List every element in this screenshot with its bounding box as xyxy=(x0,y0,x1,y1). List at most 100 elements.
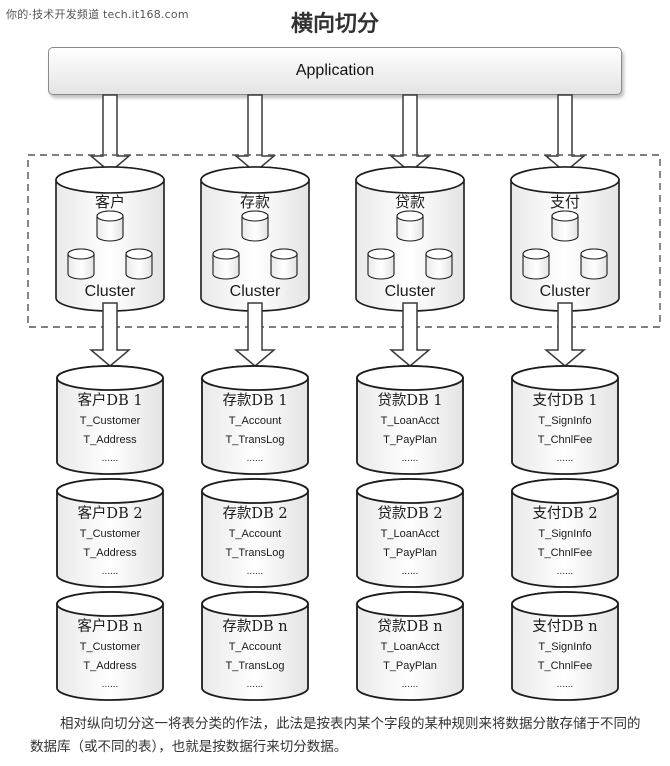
table-name: T_TransLog xyxy=(226,547,285,559)
cylinder-body xyxy=(125,248,153,280)
cylinder-body xyxy=(510,166,620,312)
cylinder-top xyxy=(522,248,550,260)
db-name: 贷款DB 1 xyxy=(377,392,442,409)
cylinder-top xyxy=(511,591,619,617)
cylinder-top xyxy=(241,210,269,222)
small-db-icon xyxy=(125,248,153,280)
small-db-icon xyxy=(580,248,608,280)
cylinder-top xyxy=(270,248,298,260)
cylinder-top xyxy=(355,166,465,194)
more-tables-ellipsis: ...... xyxy=(102,679,119,690)
small-db-icon xyxy=(67,248,95,280)
cylinder-top xyxy=(511,478,619,504)
db-cylinder xyxy=(201,478,309,588)
table-name: T_TransLog xyxy=(226,660,285,672)
cluster-name: 支付 xyxy=(550,193,580,211)
cylinder-top xyxy=(201,591,309,617)
db-cylinder xyxy=(511,591,619,701)
cylinder-top xyxy=(396,210,424,222)
cylinder-body xyxy=(201,591,309,701)
cylinder-body xyxy=(56,478,164,588)
more-tables-ellipsis: ...... xyxy=(102,566,119,577)
application-label: Application xyxy=(295,62,375,79)
app-to-cluster-arrow-4 xyxy=(543,94,587,173)
cylinder-top xyxy=(580,248,608,260)
db-name: 支付DB n xyxy=(532,618,597,635)
db-cylinder xyxy=(356,365,464,475)
table-name: T_LoanAcct xyxy=(381,415,440,427)
cylinder-body xyxy=(355,166,465,312)
cylinder-body xyxy=(522,248,550,280)
cluster-label: Cluster xyxy=(540,283,591,300)
db-name: 存款DB n xyxy=(222,618,287,635)
db-cylinder xyxy=(56,591,164,701)
cylinder-body xyxy=(396,210,424,242)
cluster-name: 存款 xyxy=(240,193,270,211)
cylinder-top xyxy=(367,248,395,260)
db-name: 贷款DB n xyxy=(377,618,442,635)
small-db-icon xyxy=(396,210,424,242)
cylinder-body xyxy=(511,591,619,701)
table-name: T_ChnlFee xyxy=(538,660,592,672)
cylinder-body xyxy=(580,248,608,280)
more-tables-ellipsis: ...... xyxy=(557,679,574,690)
cluster-boundary xyxy=(27,154,661,328)
cylinder-body xyxy=(551,210,579,242)
db-name: 支付DB 2 xyxy=(532,505,597,522)
cylinder-top xyxy=(356,478,464,504)
small-db-icon xyxy=(425,248,453,280)
small-db-icon xyxy=(367,248,395,280)
more-tables-ellipsis: ...... xyxy=(247,679,264,690)
cluster-to-db-arrow-1 xyxy=(88,302,132,367)
more-tables-ellipsis: ...... xyxy=(402,566,419,577)
table-name: T_Account xyxy=(229,528,282,540)
cylinder-body xyxy=(96,210,124,242)
small-db-icon xyxy=(96,210,124,242)
table-name: T_LoanAcct xyxy=(381,641,440,653)
app-to-cluster-arrow-2 xyxy=(233,94,277,173)
small-db-icon xyxy=(212,248,240,280)
cylinder-body xyxy=(56,591,164,701)
cylinder-top xyxy=(56,591,164,617)
small-db-icon xyxy=(551,210,579,242)
cylinder-top xyxy=(56,478,164,504)
table-name: T_SignInfo xyxy=(538,641,591,653)
cylinder-top xyxy=(200,166,310,194)
db-cylinder xyxy=(56,478,164,588)
table-name: T_Customer xyxy=(80,415,141,427)
cylinder-body xyxy=(356,365,464,475)
cylinder-body xyxy=(201,365,309,475)
cylinder-body xyxy=(55,166,165,312)
diagram-title: 横向切分 xyxy=(290,12,379,37)
cylinder-top xyxy=(125,248,153,260)
db-name: 客户DB 2 xyxy=(77,505,142,522)
cylinder-top xyxy=(212,248,240,260)
cylinder-body xyxy=(67,248,95,280)
cylinder-body xyxy=(356,591,464,701)
more-tables-ellipsis: ...... xyxy=(247,566,264,577)
table-name: T_PayPlan xyxy=(383,660,437,672)
cluster-name: 贷款 xyxy=(395,193,425,211)
table-name: T_ChnlFee xyxy=(538,434,592,446)
db-cylinder xyxy=(511,478,619,588)
more-tables-ellipsis: ...... xyxy=(557,453,574,464)
cluster-to-db-arrow-3 xyxy=(388,302,432,367)
more-tables-ellipsis: ...... xyxy=(557,566,574,577)
small-db-icon xyxy=(270,248,298,280)
table-name: T_Account xyxy=(229,641,282,653)
table-name: T_SignInfo xyxy=(538,415,591,427)
cylinder-body xyxy=(270,248,298,280)
db-name: 客户DB 1 xyxy=(77,392,142,409)
cylinder-top xyxy=(511,365,619,391)
cluster-cylinder-1 xyxy=(55,166,165,312)
table-name: T_Address xyxy=(83,434,137,446)
db-name: 支付DB 1 xyxy=(532,392,597,409)
cylinder-top xyxy=(56,365,164,391)
cylinder-top xyxy=(356,591,464,617)
small-db-icon xyxy=(522,248,550,280)
cylinder-body xyxy=(212,248,240,280)
cylinder-body xyxy=(511,365,619,475)
cylinder-top xyxy=(67,248,95,260)
db-name: 贷款DB 2 xyxy=(377,505,442,522)
